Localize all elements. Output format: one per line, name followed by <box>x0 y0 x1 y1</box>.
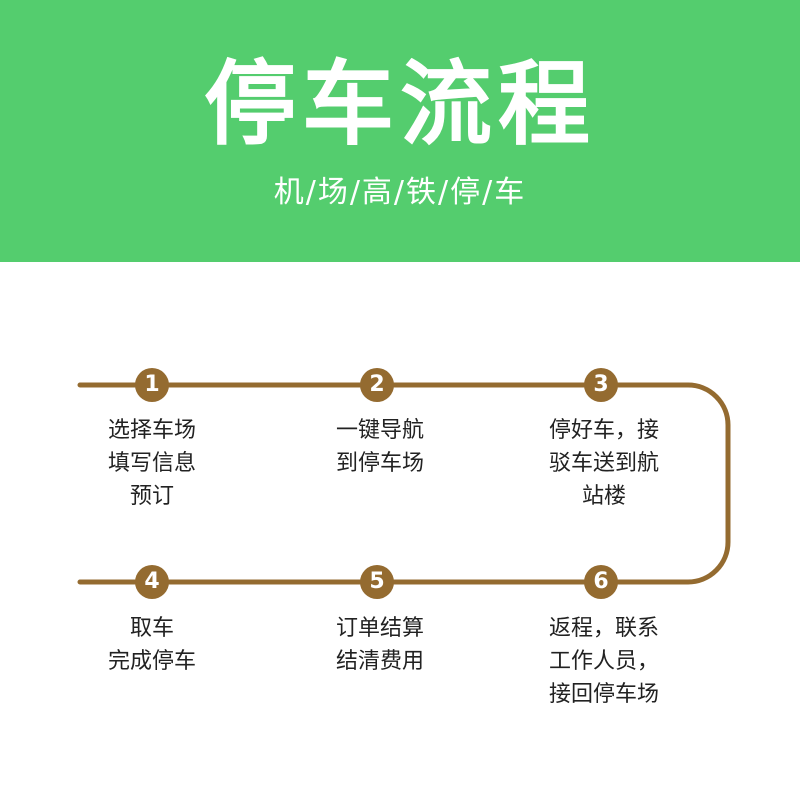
step-5-text: 订单结算 结清费用 <box>335 616 424 674</box>
step-4-number: 4 <box>135 565 169 599</box>
step-4-text: 取车 完成停车 <box>107 616 196 674</box>
step-1-number: 1 <box>135 368 169 402</box>
page-title: 停车流程 <box>203 51 596 158</box>
page-subtitle: 机/场/高/铁/停/车 <box>273 175 527 210</box>
step-3-text: 停好车，接 驳车送到航 站楼 <box>548 418 659 509</box>
step-1-text: 选择车场 填写信息 预订 <box>107 418 196 509</box>
step-6-text: 返程，联系 工作人员， 接回停车场 <box>548 616 659 707</box>
step-3-number: 3 <box>584 368 618 402</box>
step-5-number: 5 <box>360 565 394 599</box>
flow-line <box>77 382 731 585</box>
step-2-number: 2 <box>360 368 394 402</box>
step-6-number: 6 <box>584 565 618 599</box>
step-2-text: 一键导航 到停车场 <box>335 418 424 476</box>
header-banner: 停车流程 机/场/高/铁/停/车 <box>0 0 800 262</box>
